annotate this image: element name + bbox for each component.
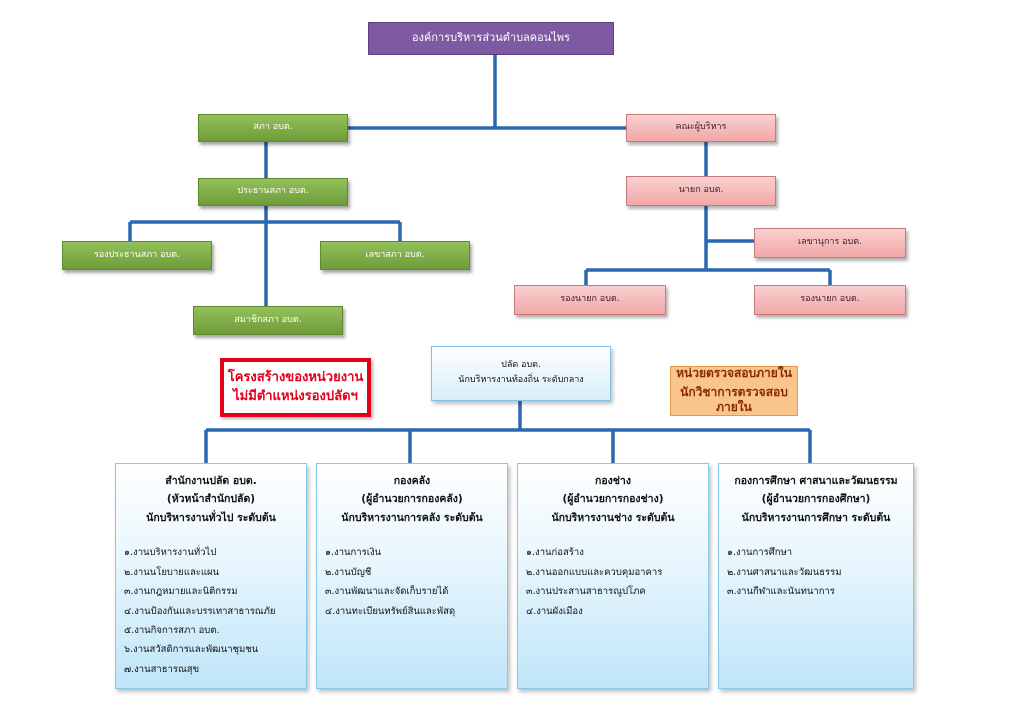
department-task: ๒.งานนโยบายและแผน [124, 566, 220, 578]
department-task: ๗.งานสาธารณสุข [124, 663, 200, 675]
department-task: ๒.งานบัญชี [325, 566, 372, 578]
department-task: ๓.งานพัฒนาและจัดเก็บรายได้ [325, 586, 449, 598]
mayor-secretary-label: เลขานุการ อบต. [798, 237, 862, 248]
department-task: ๑.งานบริหารงานทั่วไป [124, 547, 217, 559]
executive-label: คณะผู้บริหาร [675, 122, 727, 133]
department-title: สำนักงานปลัด อบต. [165, 475, 257, 487]
department-head: (หัวหน้าสำนักปลัด) [166, 493, 256, 506]
department-task: ๓.งานกีฬาและนันทนาการ [727, 586, 835, 598]
department-task: ๔.งานผังเมือง [526, 605, 583, 617]
council-chair-node: ประธานสภา อบต. [198, 178, 348, 206]
department-title: กองคลัง [393, 475, 431, 487]
department-position: นักบริหารงานการคลัง ระดับต้น [341, 511, 483, 524]
mayor-secretary-node: เลขานุการ อบต. [754, 228, 906, 258]
council-secretary-node: เลขาสภา อบต. [320, 241, 470, 270]
internal-audit-position: นักวิชาการตรวจสอบภายใน [680, 384, 788, 415]
council-vice-chair-node: รองประธานสภา อบต. [62, 241, 212, 270]
department-title: กองช่าง [595, 475, 631, 487]
structure-note-line1: โครงสร้างของหน่วยงาน [227, 369, 364, 385]
structure-note: โครงสร้างของหน่วยงาน ไม่มีตำแหน่งรองปลัด… [220, 358, 371, 417]
deputy-mayor-right-node: รองนายก อบต. [754, 285, 906, 315]
org-top-label: องค์การบริหารส่วนตำบลคอนไพร [412, 31, 570, 45]
department-task: ๔.งานป้องกันและบรรเทาสาธารณภัย [124, 605, 276, 617]
department-head: (ผู้อำนวยการกองศึกษา) [761, 493, 871, 506]
department-position: นักบริหารงานการศึกษา ระดับต้น [741, 511, 891, 524]
deputy-mayor-left-node: รองนายก อบต. [514, 285, 666, 315]
department-task: ๓.งานประสานสาธารณูปโภค [526, 586, 646, 598]
department-task: ๑.งานการเงิน [325, 547, 382, 559]
org-top-node: องค์การบริหารส่วนตำบลคอนไพร [368, 22, 614, 55]
council-vice-chair-label: รองประธานสภา อบต. [94, 249, 180, 260]
deputy-mayor-left-label: รองนายก อบต. [560, 294, 620, 305]
department-card-education: กองการศึกษา ศาสนาและวัฒนธรรม (ผู้อำนวยกา… [718, 463, 914, 689]
department-card-palad-office: สำนักงานปลัด อบต. (หัวหน้าสำนักปลัด) นัก… [115, 463, 307, 689]
internal-audit-node: หน่วยตรวจสอบภายใน นักวิชาการตรวจสอบภายใน [670, 366, 798, 416]
structure-note-line2: ไม่มีตำแหน่งรองปลัดฯ [233, 388, 358, 404]
department-position: นักบริหารงานช่าง ระดับต้น [551, 511, 675, 524]
council-members-label: สมาชิกสภา อบต. [234, 314, 302, 325]
department-task: ๑.งานก่อสร้าง [526, 547, 584, 559]
council-chair-label: ประธานสภา อบต. [237, 186, 309, 197]
department-head: (ผู้อำนวยการกองคลัง) [361, 493, 463, 506]
council-members-node: สมาชิกสภา อบต. [193, 306, 343, 335]
department-task: ๑.งานการศึกษา [727, 547, 793, 559]
palad-title: ปลัด อบต. [501, 360, 541, 371]
palad-position: นักบริหารงานท้องถิ่น ระดับกลาง [458, 375, 584, 385]
department-task: ๒.งานออกแบบและควบคุมอาคาร [526, 566, 663, 578]
department-task: ๕.งานกิจการสภา อบต. [124, 625, 220, 636]
department-task: ๒.งานศาสนาและวัฒนธรรม [727, 566, 842, 578]
department-card-engineering: กองช่าง (ผู้อำนวยการกองช่าง) นักบริหารงา… [517, 463, 709, 689]
internal-audit-title: หน่วยตรวจสอบภายใน [676, 366, 792, 381]
department-task: ๓.งานกฎหมายและนิติกรรม [124, 586, 238, 598]
council-secretary-label: เลขาสภา อบต. [365, 249, 425, 260]
department-position: นักบริหารงานทั่วไป ระดับต้น [146, 511, 276, 524]
department-task: ๖.งานสวัสดิการและพัฒนาชุมชน [124, 644, 259, 656]
council-label: สภา อบต. [253, 122, 293, 133]
department-card-finance: กองคลัง (ผู้อำนวยการกองคลัง) นักบริหารงา… [316, 463, 508, 689]
mayor-label: นายก อบต. [678, 185, 724, 196]
department-task: ๔.งานทะเบียนทรัพย์สินและพัสดุ [325, 605, 456, 617]
department-head: (ผู้อำนวยการกองช่าง) [562, 493, 664, 506]
executive-node: คณะผู้บริหาร [626, 114, 776, 142]
mayor-node: นายก อบต. [626, 176, 776, 206]
palad-node: ปลัด อบต. นักบริหารงานท้องถิ่น ระดับกลาง [431, 346, 611, 401]
department-title: กองการศึกษา ศาสนาและวัฒนธรรม [734, 475, 898, 487]
deputy-mayor-right-label: รองนายก อบต. [800, 294, 860, 305]
council-node: สภา อบต. [198, 114, 348, 142]
